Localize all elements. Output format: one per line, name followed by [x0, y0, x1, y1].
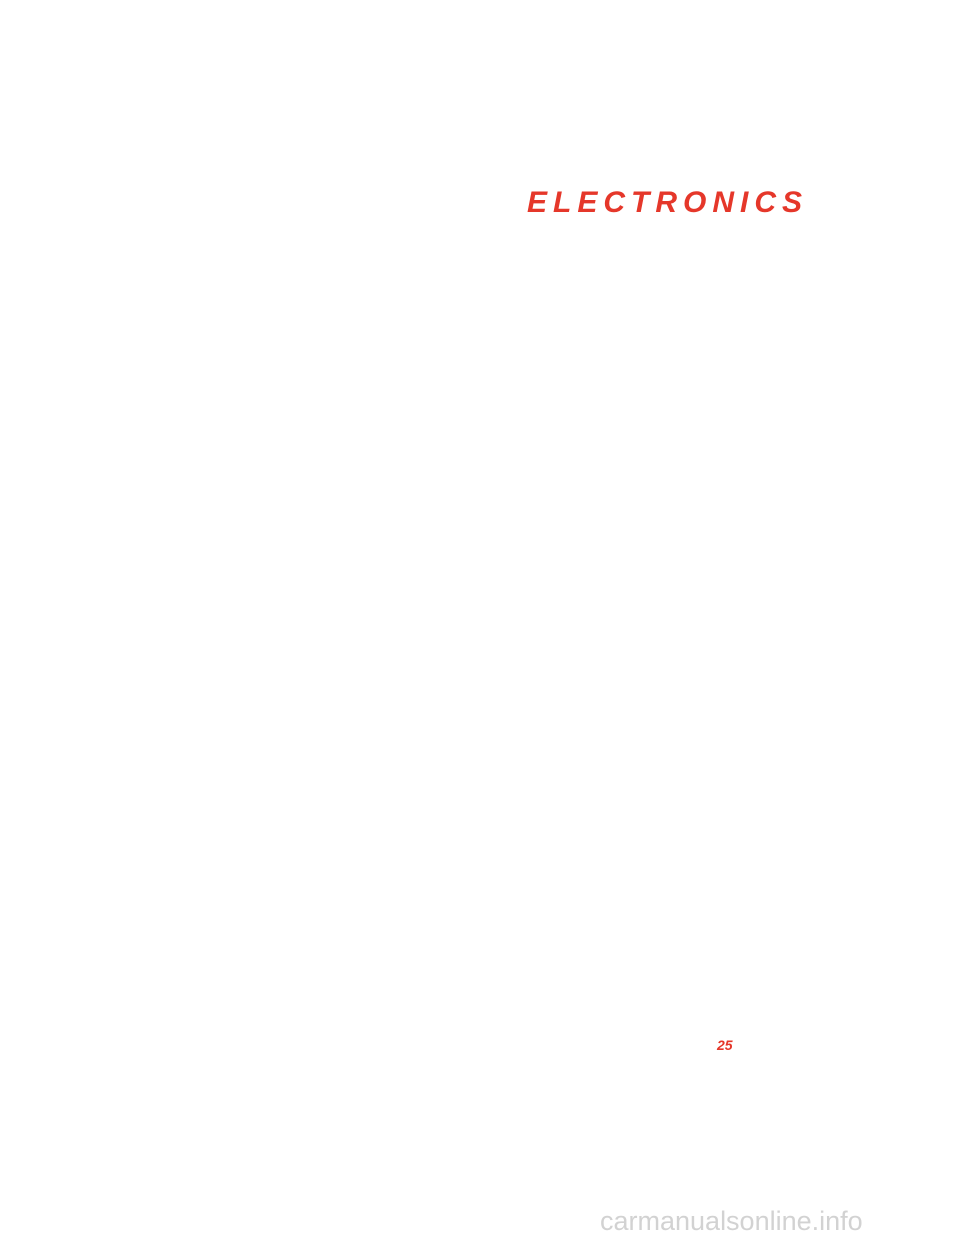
- section-title: ELECTRONICS: [527, 186, 809, 219]
- watermark: carmanualsonline.info: [600, 1206, 863, 1236]
- page-number: 25: [717, 1037, 733, 1053]
